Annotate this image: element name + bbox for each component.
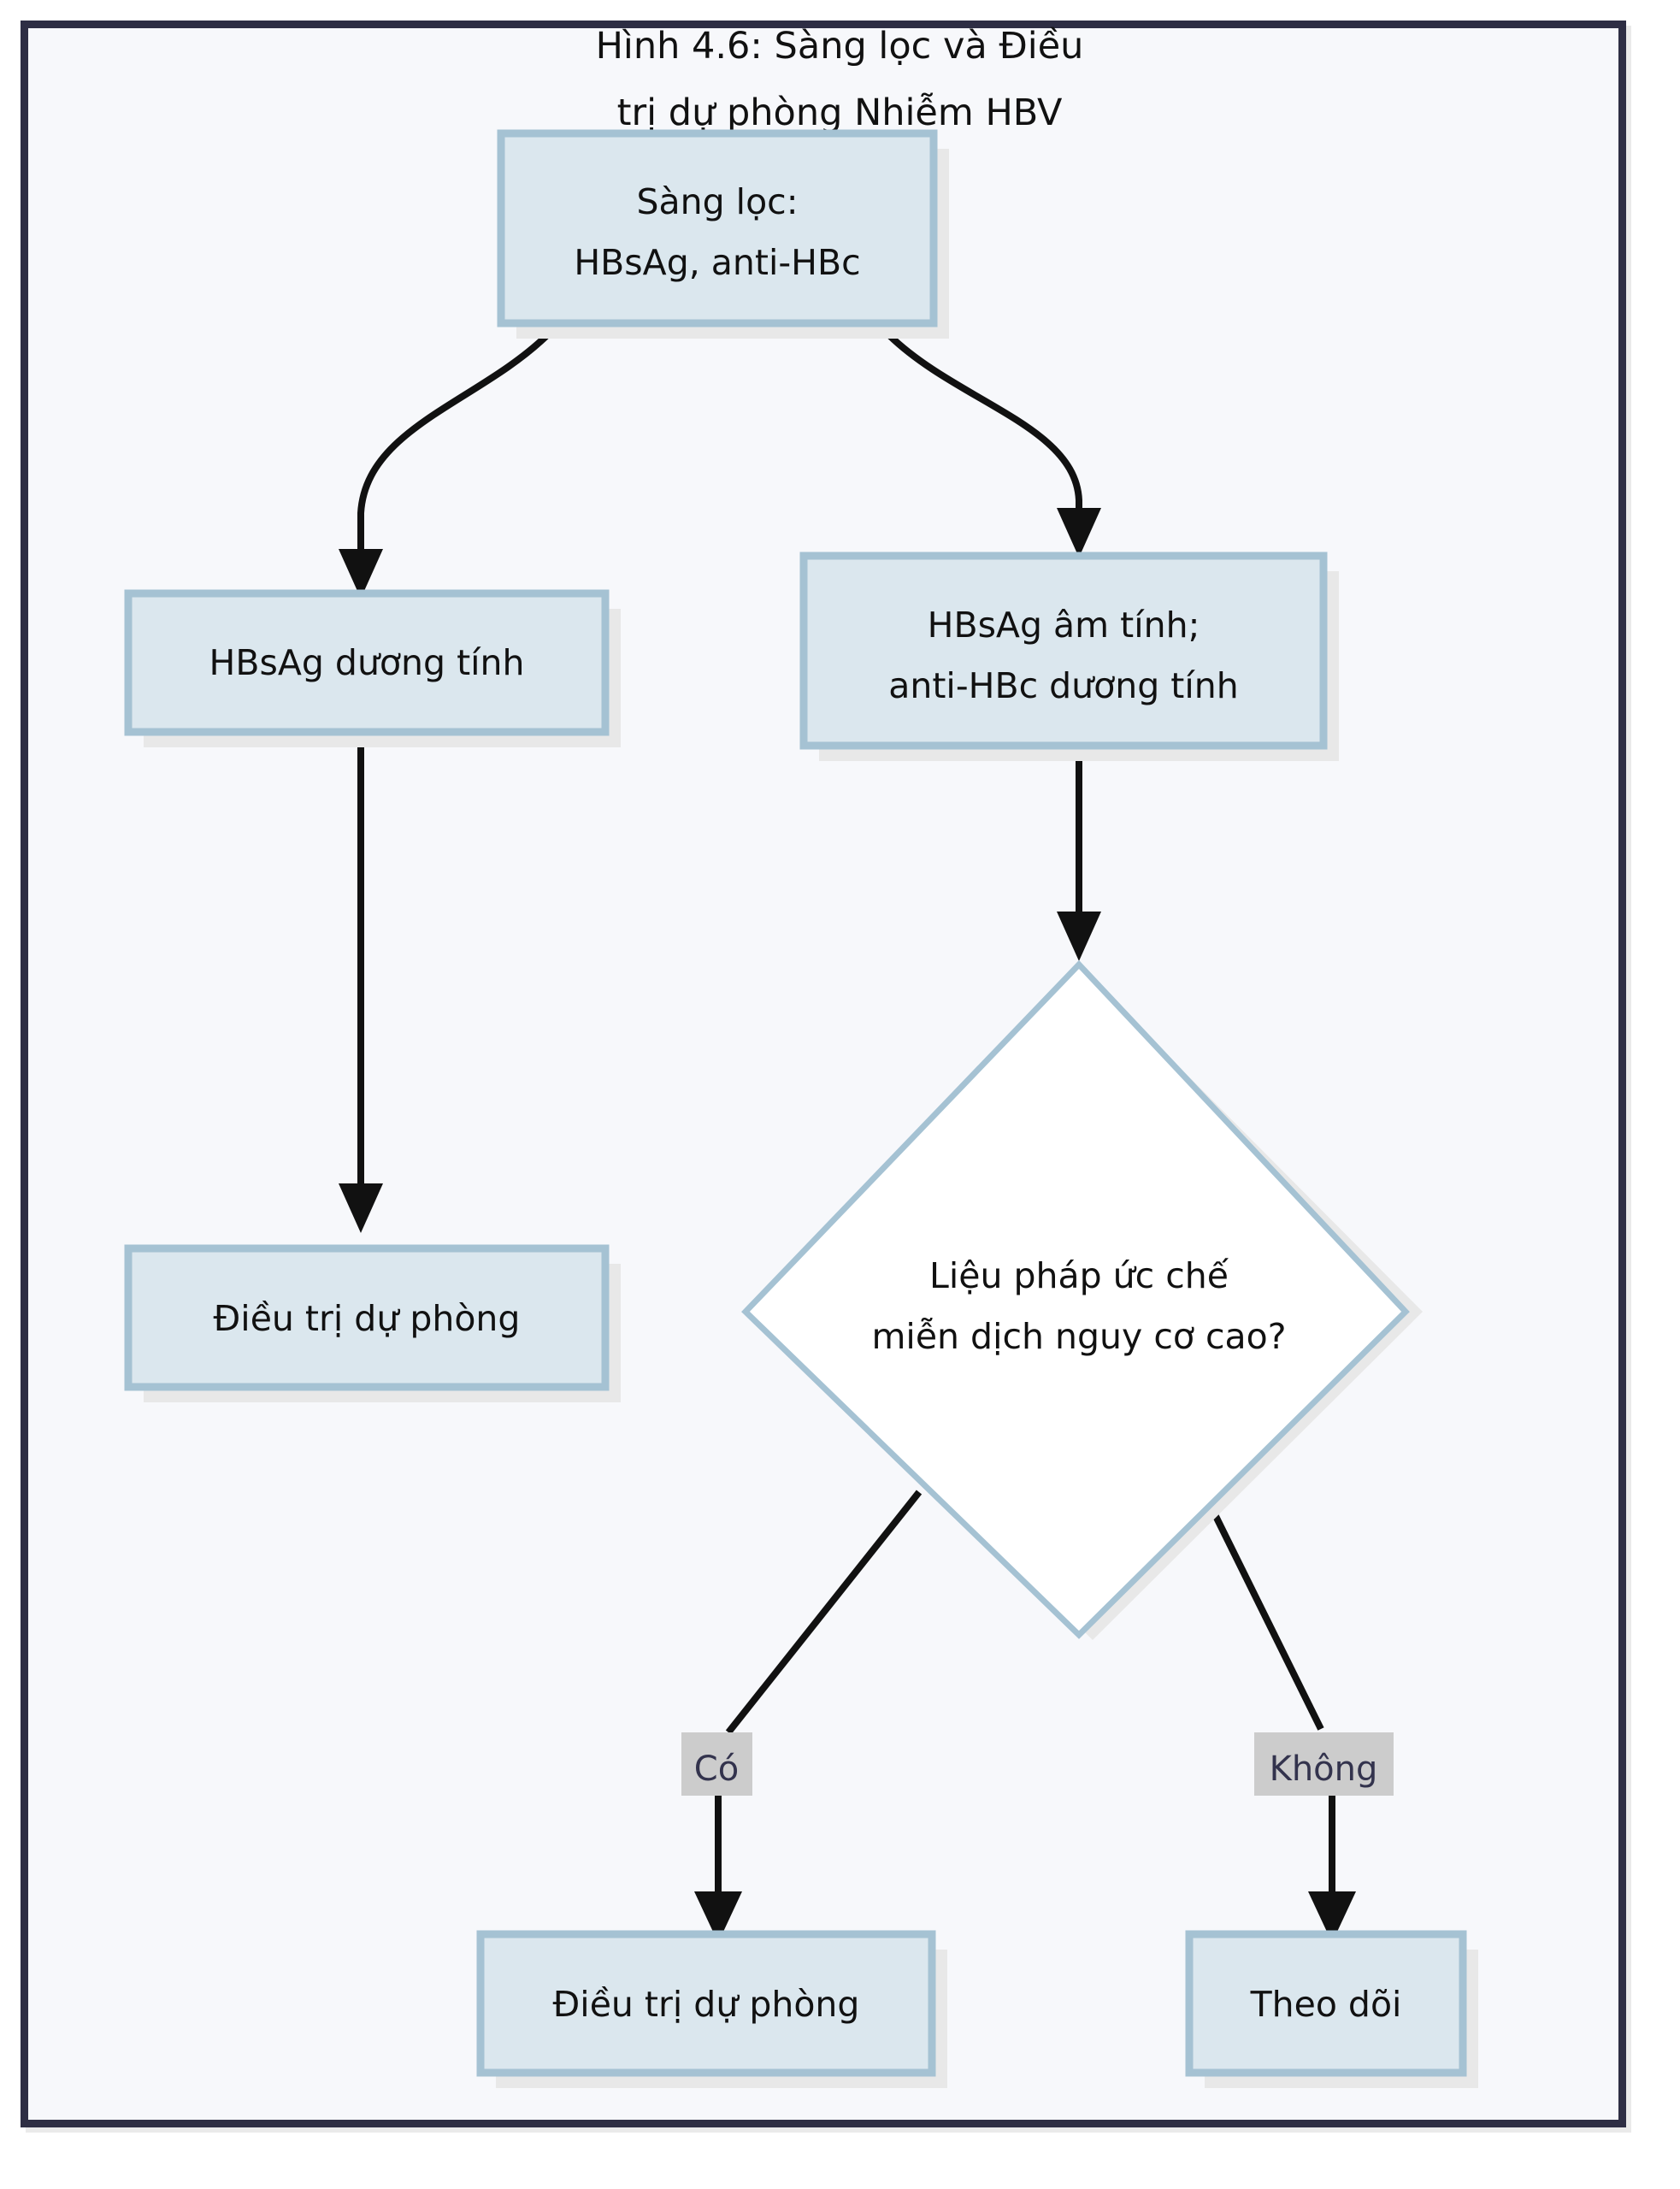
node-label-line-2: HBsAg, anti-HBc [574,242,860,283]
node-label-line-2: anti-HBc dương tính [888,665,1238,706]
node-prophylaxis-bottom[interactable]: Điều trị dự phòng [476,1930,947,2088]
node-label-line-1: HBsAg âm tính; [928,605,1200,646]
arrow-head-icon [1057,508,1101,558]
node-screening[interactable]: Sàng lọc: HBsAg, anti-HBc [497,129,949,339]
node-high-risk-decision[interactable]: Liệu pháp ức chế miễn dịch nguy cơ cao? [741,959,1423,1640]
node-hbsag-negative-antihbc-positive[interactable]: HBsAg âm tính; anti-HBc dương tính [799,552,1339,761]
node-body [1185,1930,1467,2077]
node-body [497,129,938,327]
edge-hbsag-negative-to-decision [1057,759,1101,961]
edge-label-text: Có [694,1749,739,1789]
edge-path [887,333,1082,513]
edge-label-no: Không [1254,1732,1394,1796]
node-label-line-1: HBsAg dương tính [209,642,525,683]
node-body [741,959,1410,1639]
node-label-line-2: miễn dịch nguy cơ cao? [871,1316,1286,1357]
figure-title-line-2: trị dự phòng Nhiễm HBV [617,91,1063,134]
edge-path [357,333,550,554]
node-monitoring[interactable]: Theo dõi [1185,1930,1478,2088]
edge-label-background [681,1732,752,1796]
edge-decision-yes-to-prophylaxis [694,1490,923,1943]
edge-label-yes: Có [681,1732,752,1796]
node-hbsag-positive[interactable]: HBsAg dương tính [124,589,621,747]
arrow-head-icon [339,549,383,599]
edge-screening-to-hbsag-positive [339,333,550,599]
edge-decision-no-to-monitoring [1209,1508,1356,1943]
node-body [124,1244,610,1391]
edge-hbsag-positive-to-prophylaxis [339,731,383,1233]
edge-path [1209,1508,1324,1731]
edge-label-background [1254,1732,1394,1796]
arrow-head-icon [1308,1891,1356,1943]
figure-title-line-1: Hình 4.6: Sàng lọc và Điều [596,25,1084,68]
node-body [799,552,1328,750]
node-body [124,589,610,736]
arrow-head-icon [339,1183,383,1233]
node-body [476,1930,936,2077]
edge-path [725,1490,923,1735]
arrow-head-icon [1057,912,1101,961]
node-label-line-1: Điều trị dự phòng [553,1984,860,2025]
node-prophylaxis-left[interactable]: Điều trị dự phòng [124,1244,621,1402]
edge-label-text: Không [1270,1749,1378,1789]
arrow-head-icon [694,1891,742,1943]
node-label-line-1: Liệu pháp ức chế [929,1255,1229,1296]
node-label-line-1: Theo dõi [1250,1984,1402,2025]
node-label-line-1: Sàng lọc: [636,181,798,222]
node-label-line-1: Điều trị dự phòng [214,1298,521,1339]
edge-screening-to-hbsag-negative [887,333,1101,558]
